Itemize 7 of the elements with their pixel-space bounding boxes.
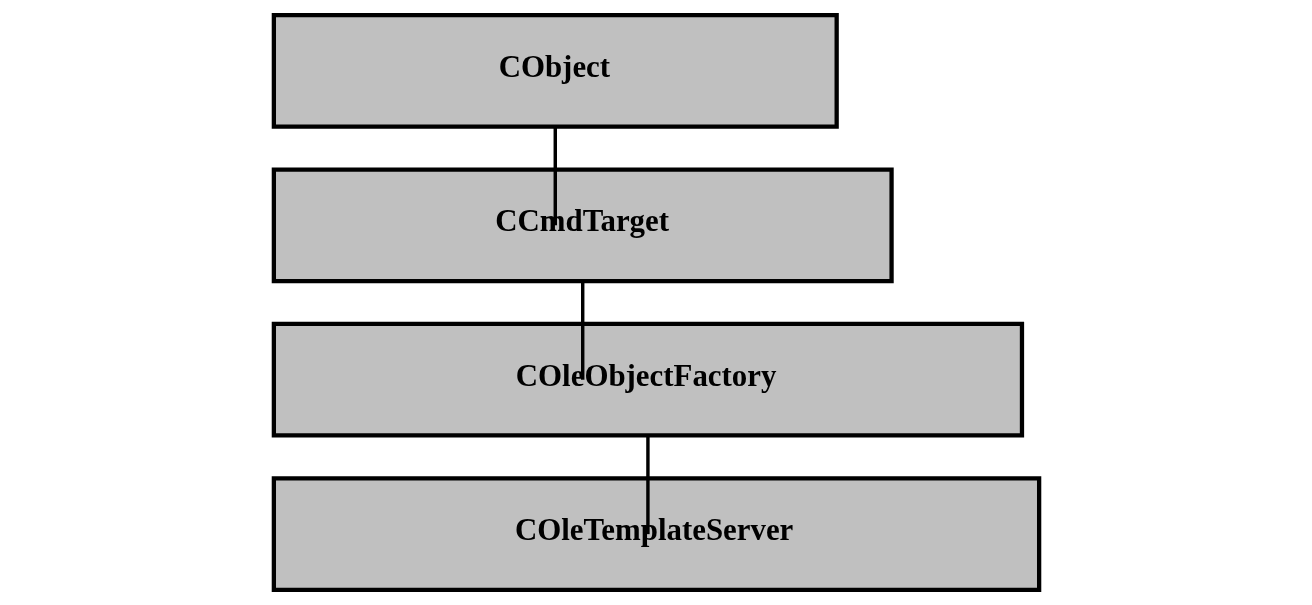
connector xyxy=(580,281,584,380)
connector xyxy=(553,127,557,226)
node-box: COleTemplateServer xyxy=(271,476,1041,593)
node-box: CObject xyxy=(271,12,839,129)
node-box: COleObjectFactory xyxy=(271,321,1024,438)
node-box: CCmdTarget xyxy=(271,167,894,284)
connector xyxy=(645,436,650,535)
